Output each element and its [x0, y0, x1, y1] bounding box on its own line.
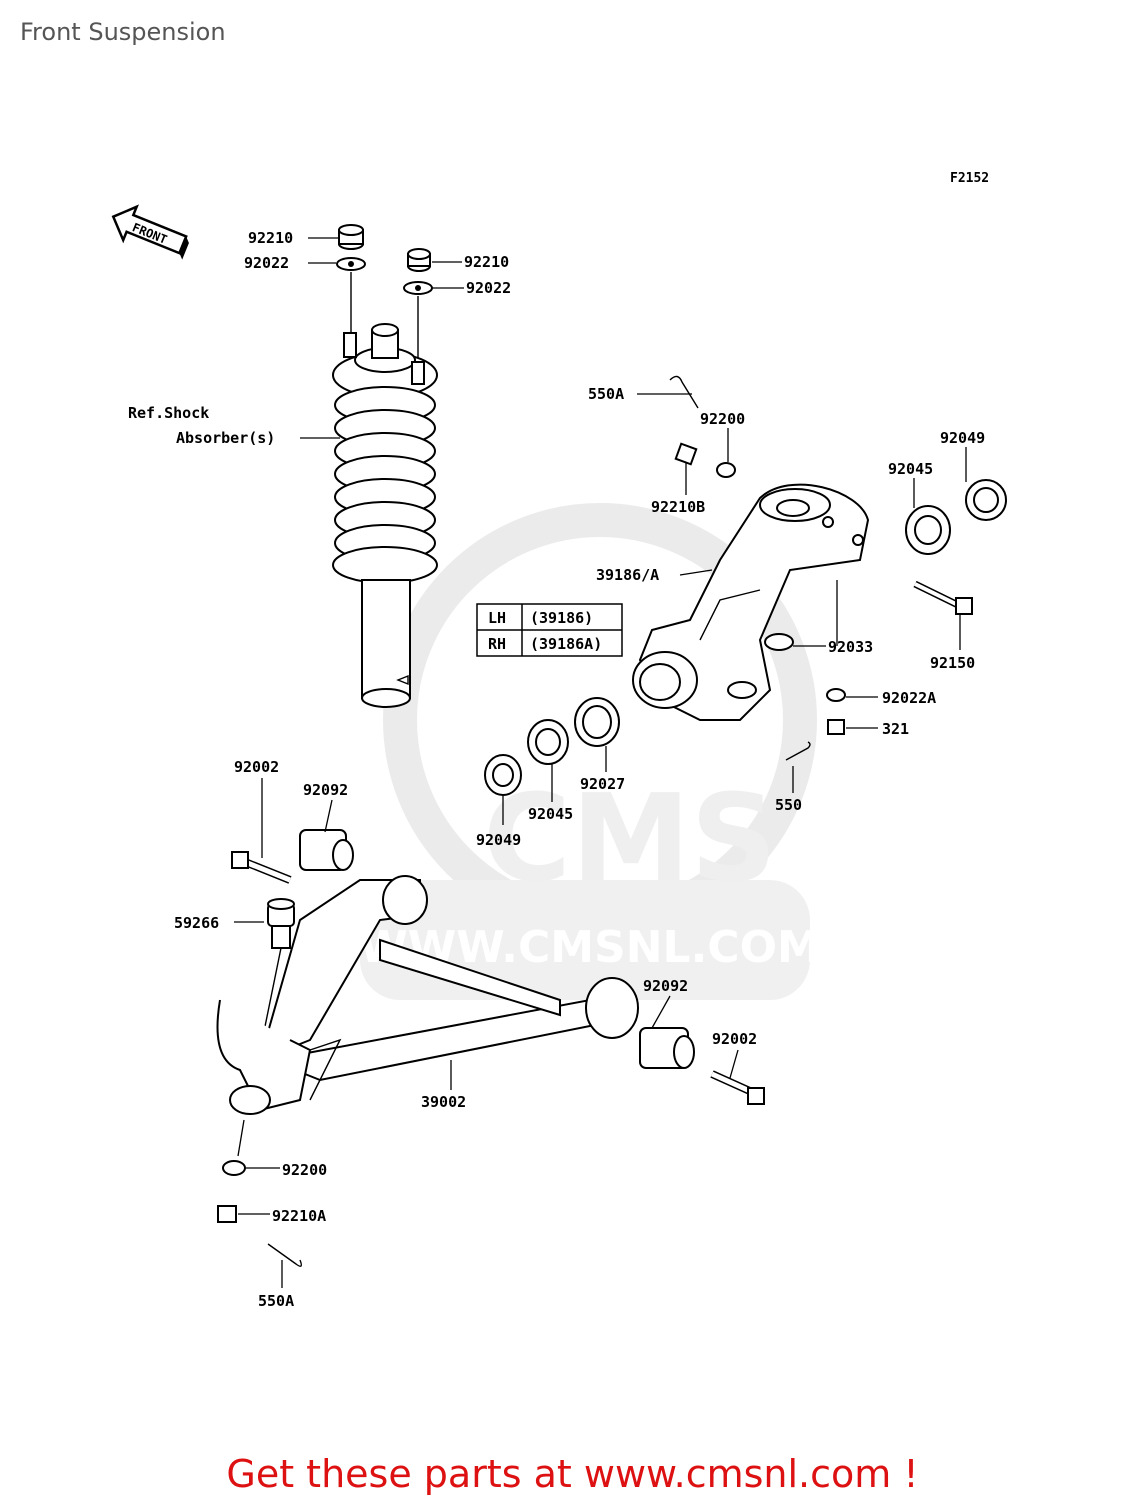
- footer-link[interactable]: Get these parts at www.cmsnl.com !: [226, 1452, 919, 1496]
- callout-bushing-right: 92092: [643, 977, 688, 995]
- side-table-rh-label: RH: [488, 635, 506, 653]
- bearing-left-icon: [527, 719, 569, 765]
- castle-nut-icon: [827, 719, 845, 735]
- callout-bolt-arm-right: 92002: [712, 1030, 757, 1048]
- spacer-icon: [574, 697, 620, 747]
- callout-labels: 92210 92022 92210 92022 Ref.Shock Absorb…: [128, 229, 985, 1310]
- shock-absorber: [332, 224, 438, 708]
- side-table-lh-part: (39186): [530, 609, 593, 627]
- callout-cotter-pin-bottom: 550A: [258, 1292, 294, 1310]
- bolt-right-icon: [913, 580, 973, 615]
- callout-ball-joint: 59266: [174, 914, 219, 932]
- callout-nut-castle: 321: [882, 720, 909, 738]
- callout-seal-left: 92049: [476, 831, 521, 849]
- callout-nut-top-left: 92210: [248, 229, 293, 247]
- callout-cotter-pin-top: 550A: [588, 385, 624, 403]
- cotter-pin-right-icon: [785, 741, 811, 761]
- page-title: Front Suspension: [20, 18, 226, 46]
- bolt-arm-left-icon: [231, 851, 292, 884]
- circlip-icon: [764, 633, 794, 651]
- callout-bearing-left: 92045: [528, 805, 573, 823]
- callout-knuckle: 39186/A: [596, 566, 659, 584]
- bushing-left-icon: [299, 829, 354, 871]
- side-table-lh-label: LH: [488, 609, 506, 627]
- ref-note-line1: Ref.Shock: [128, 404, 209, 422]
- nut-top-left-icon: [338, 224, 364, 250]
- washer-knuckle-lower-icon: [826, 688, 846, 702]
- nut-bottom-icon: [217, 1205, 237, 1223]
- watermark-logo: CMS: [483, 770, 777, 909]
- lower-arm-icon: [216, 875, 639, 1115]
- callout-nut-bottom: 92210A: [272, 1207, 326, 1225]
- callout-cotter-pin-right: 550: [775, 796, 802, 814]
- washer-knuckle-icon: [716, 462, 736, 478]
- seal-left-icon: [484, 754, 522, 796]
- callout-bushing-left: 92092: [303, 781, 348, 799]
- nut-knuckle-icon: [674, 442, 698, 466]
- knuckle: [632, 483, 870, 721]
- cotter-pin-top-icon: [669, 375, 699, 409]
- callout-nut-top-right: 92210: [464, 253, 509, 271]
- callout-lower-arm: 39002: [421, 1093, 466, 1111]
- callout-bearing-right: 92045: [888, 460, 933, 478]
- ball-joint-icon: [249, 898, 295, 1101]
- callout-washer-top-right: 92022: [466, 279, 511, 297]
- callout-spacer: 92027: [580, 775, 625, 793]
- side-table-rh-part: (39186A): [530, 635, 602, 653]
- callout-washer-knuckle: 92200: [700, 410, 745, 428]
- nut-top-right-icon: [407, 248, 431, 272]
- diagram-code: F2152: [950, 171, 989, 186]
- callout-bolt-right: 92150: [930, 654, 975, 672]
- callout-circlip: 92033: [828, 638, 873, 656]
- bolt-arm-right-icon: [710, 1070, 765, 1105]
- callout-washer-top-left: 92022: [244, 254, 289, 272]
- leader-lines: [234, 237, 967, 1288]
- washer-bottom-icon: [222, 1160, 246, 1176]
- callout-bolt-arm-left: 92002: [234, 758, 279, 776]
- seal-right-icon: [965, 479, 1007, 521]
- side-table: LH (39186) RH (39186A): [476, 603, 623, 657]
- front-arrow: FRONT: [111, 204, 189, 260]
- callout-washer-knuckle-lower: 92022A: [882, 689, 936, 707]
- callout-nut-knuckle: 92210B: [651, 498, 705, 516]
- callout-seal-right: 92049: [940, 429, 985, 447]
- ref-note-line2: Absorber(s): [176, 429, 275, 447]
- bushing-right-icon: [639, 1027, 695, 1069]
- bearing-right-icon: [905, 505, 951, 555]
- cotter-pin-bottom-icon: [267, 1243, 303, 1267]
- callout-washer-bottom: 92200: [282, 1161, 327, 1179]
